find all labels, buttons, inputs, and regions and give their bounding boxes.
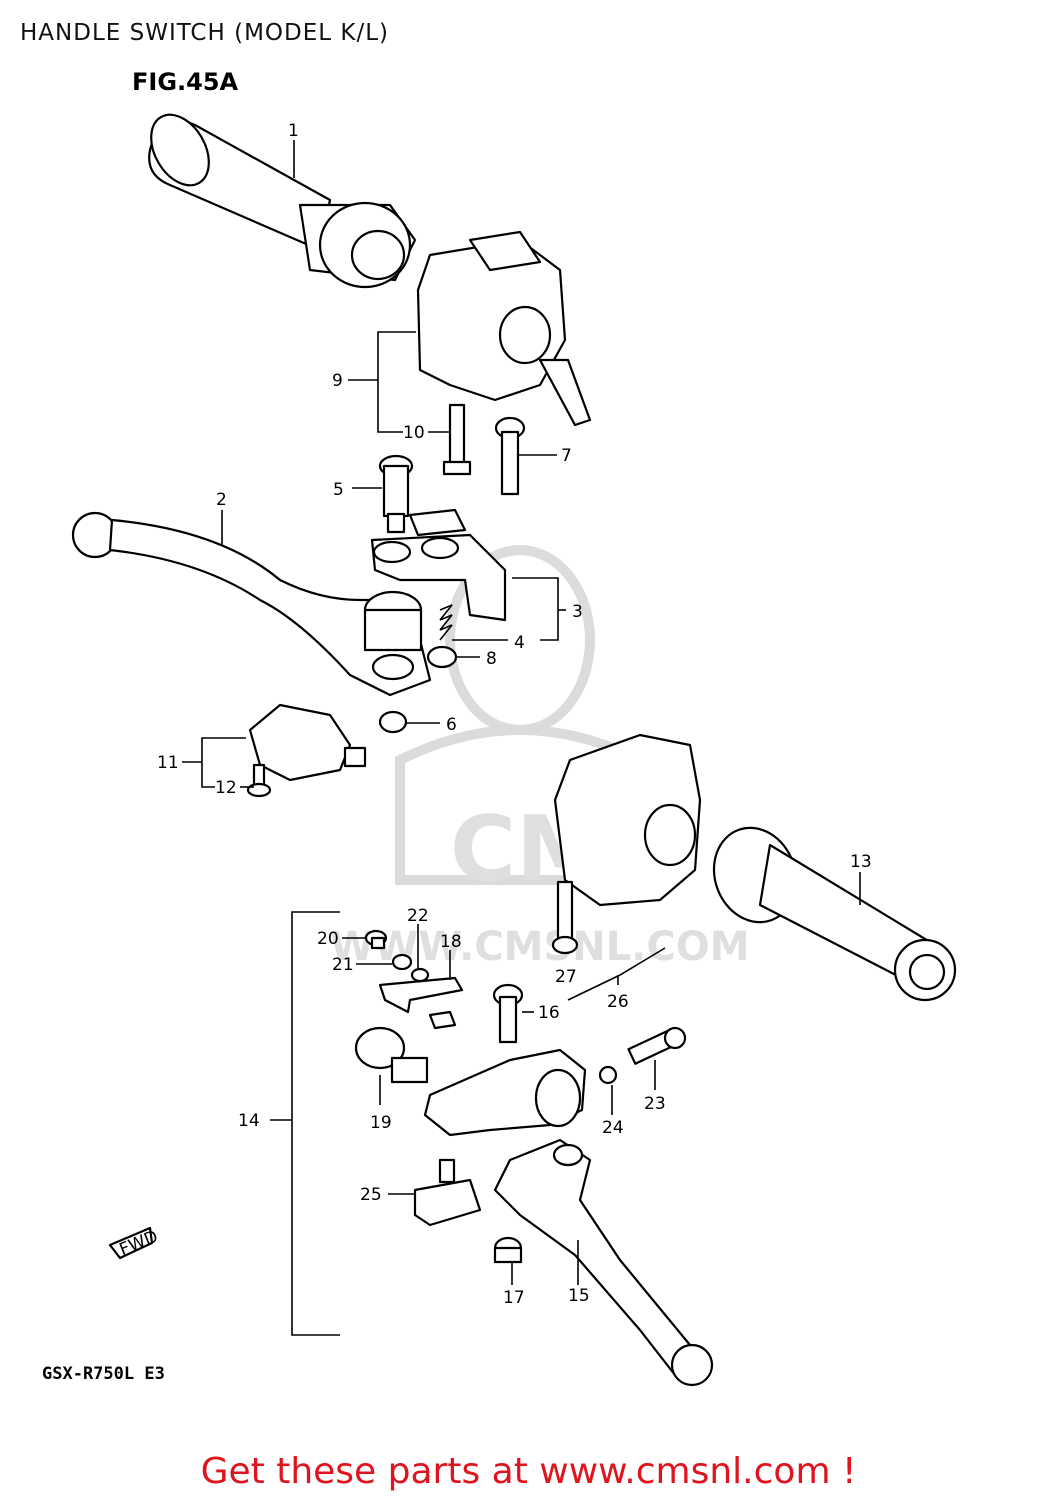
- callout-16: 16: [538, 1003, 560, 1023]
- callout-15: 15: [568, 1286, 590, 1306]
- fwd-arrow-icon: FWD: [108, 1227, 161, 1260]
- clutch-switch: [248, 703, 367, 782]
- callout-9: 9: [332, 371, 343, 391]
- bolt-16: [492, 983, 524, 1044]
- callout-13: 13: [850, 852, 872, 872]
- screw-27: [551, 880, 579, 955]
- screw-7: [494, 416, 526, 496]
- bolt-23: [627, 1026, 687, 1065]
- clutch-lever: [71, 511, 432, 697]
- washer-24: [598, 1065, 618, 1085]
- figure-label: FIG.45A: [132, 68, 239, 96]
- right-switch-housing: [553, 733, 702, 907]
- right-grip: [712, 826, 957, 1002]
- nut-6: [378, 710, 408, 734]
- callout-19: 19: [370, 1113, 392, 1133]
- callout-26: 26: [607, 992, 629, 1012]
- brake-lever-holder: [423, 1048, 587, 1137]
- callout-11: 11: [157, 753, 179, 773]
- washer-21: [391, 953, 413, 971]
- left-switch-housing: [416, 230, 592, 427]
- screw-12: [246, 763, 272, 798]
- callout-27: 27: [555, 967, 577, 987]
- pivot-bolt-5: [378, 454, 414, 534]
- callout-10: 10: [403, 423, 425, 443]
- screw-10: [442, 403, 472, 476]
- model-label: GSX-R750L E3: [42, 1364, 165, 1384]
- callout-3: 3: [572, 602, 583, 622]
- callout-22: 22: [407, 906, 429, 926]
- left-grip: [148, 113, 417, 289]
- parts-diagram: CMS WWW.CMSNL.COM: [71, 113, 957, 1387]
- callout-2: 2: [216, 490, 227, 510]
- callout-12: 12: [215, 778, 237, 798]
- brake-switch-25: [413, 1158, 482, 1227]
- callout-14: 14: [238, 1111, 260, 1131]
- callout-20: 20: [317, 929, 339, 949]
- callout-6: 6: [446, 715, 457, 735]
- brake-lever: [493, 1138, 714, 1387]
- callout-1: 1: [288, 121, 299, 141]
- callout-5: 5: [333, 480, 344, 500]
- leader-lines: [182, 140, 861, 1336]
- spring-4: [439, 604, 453, 641]
- footer-cta-link[interactable]: Get these parts at www.cmsnl.com !: [200, 1451, 857, 1492]
- callout-24: 24: [602, 1118, 624, 1138]
- callout-18: 18: [440, 932, 462, 952]
- callout-7: 7: [561, 446, 572, 466]
- lever-holder: [370, 508, 507, 622]
- nut-8: [426, 645, 458, 669]
- callout-17: 17: [503, 1288, 525, 1308]
- callout-21: 21: [332, 955, 354, 975]
- washer-22: [410, 967, 430, 983]
- nut-17: [493, 1236, 523, 1264]
- adjuster-19: [354, 1026, 429, 1084]
- page-title: HANDLE SWITCH (MODEL K/L): [20, 20, 390, 46]
- callout-labels: 1 2 3 4 5 6 7 8 9 10 11 12 13 14 15 16 1…: [157, 121, 872, 1308]
- callout-23: 23: [644, 1094, 666, 1114]
- fwd-marker: FWD: [117, 1227, 161, 1260]
- screw-20: [364, 929, 388, 950]
- bracket-18: [378, 976, 464, 1030]
- callout-8: 8: [486, 649, 497, 669]
- callout-25: 25: [360, 1185, 382, 1205]
- callout-4: 4: [514, 633, 525, 653]
